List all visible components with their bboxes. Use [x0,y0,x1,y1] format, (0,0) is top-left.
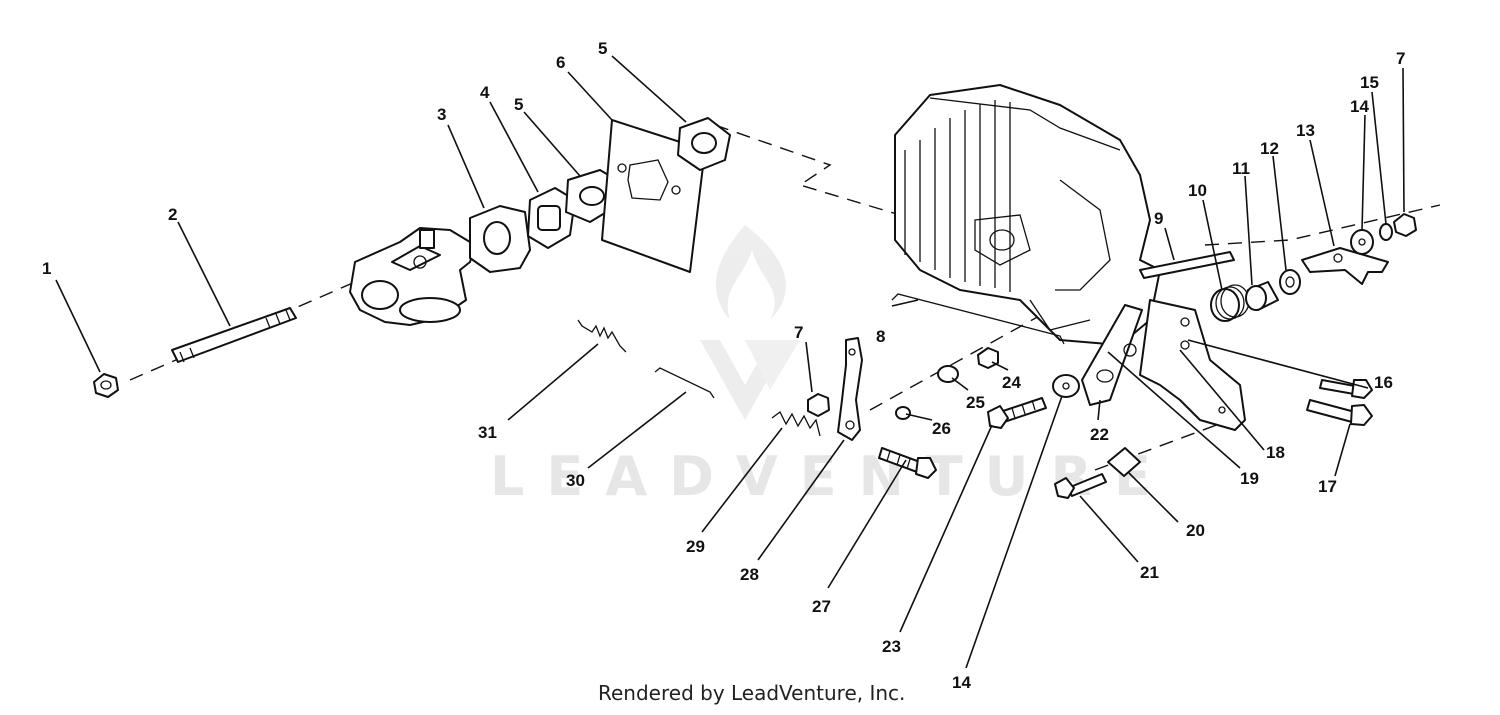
callout-22: 22 [1090,425,1109,444]
callout-24: 24 [1002,373,1021,392]
spring-29-part [771,411,821,437]
callout-20: 20 [1186,521,1205,540]
callout-25: 25 [966,393,985,412]
spacer-part [527,187,576,249]
callout-7b: 7 [1396,49,1405,68]
leader-lines [55,55,1405,669]
callout-13: 13 [1296,121,1315,140]
governor-lever-part [837,337,863,441]
washer-top-part [1350,229,1374,255]
callout-29: 29 [686,537,705,556]
nut-top-part [1393,213,1417,237]
nut-mid-part [807,393,830,417]
callout-16: 16 [1374,373,1393,392]
washer-lower-part [1052,374,1080,398]
callout-28: 28 [740,565,759,584]
nut-24-part [977,347,999,369]
callout-26: 26 [932,419,951,438]
wire-30-part [654,367,715,399]
watermark-text: LEADVENTURE [490,445,1173,508]
governor-rod-part [1139,251,1235,279]
bushing-part [1245,281,1279,311]
stud-part [171,307,297,363]
callout-7a: 7 [794,323,803,342]
upper-gasket-part [677,117,731,171]
callout-27: 27 [812,597,831,616]
callout-labels: 1 2 3 4 5 6 5 7 8 9 10 11 12 13 14 15 7 … [42,39,1405,692]
callout-10: 10 [1188,181,1207,200]
callout-19: 19 [1240,469,1259,488]
callout-11: 11 [1232,159,1250,178]
heat-shield-plate [601,119,706,273]
callout-18: 18 [1266,443,1285,462]
callout-17: 17 [1318,477,1337,496]
spring-31-part [577,319,627,353]
watermark-logo [700,225,800,420]
callout-4: 4 [480,83,490,102]
engine-block [894,84,1161,346]
nut-part [93,373,119,398]
callout-30: 30 [566,471,585,490]
bolt-27-part [878,447,937,479]
throttle-lever-part [1301,247,1389,285]
centerline-lever [869,309,1051,411]
carburetor-part [349,227,476,326]
callout-5a: 5 [514,95,523,114]
callout-1: 1 [42,259,51,278]
credit-text: Rendered by LeadVenture, Inc. [598,681,905,705]
callout-21: 21 [1140,563,1159,582]
spring-part [1210,284,1250,322]
callout-15: 15 [1360,73,1379,92]
washer-part [1279,269,1301,295]
link-wire-part [891,293,1065,345]
clip-part [1107,447,1141,477]
washer-26-part [895,406,911,420]
callout-14a: 14 [1350,97,1369,116]
bolt-17-part [1306,399,1373,426]
callout-23: 23 [882,637,901,656]
callout-31: 31 [478,423,497,442]
lock-washer-part [1379,223,1393,241]
callout-2: 2 [168,205,177,224]
callout-14b: 14 [952,673,971,692]
gasket-part [469,205,531,273]
callout-12: 12 [1260,139,1279,158]
centerline-right [1204,204,1441,246]
callout-3: 3 [437,105,446,124]
callout-6: 6 [556,53,565,72]
callout-5b: 5 [598,39,607,58]
callout-8: 8 [876,327,885,346]
bolt-23-part [987,397,1047,429]
bolt-21-part [1054,473,1107,499]
callout-9: 9 [1154,209,1163,228]
